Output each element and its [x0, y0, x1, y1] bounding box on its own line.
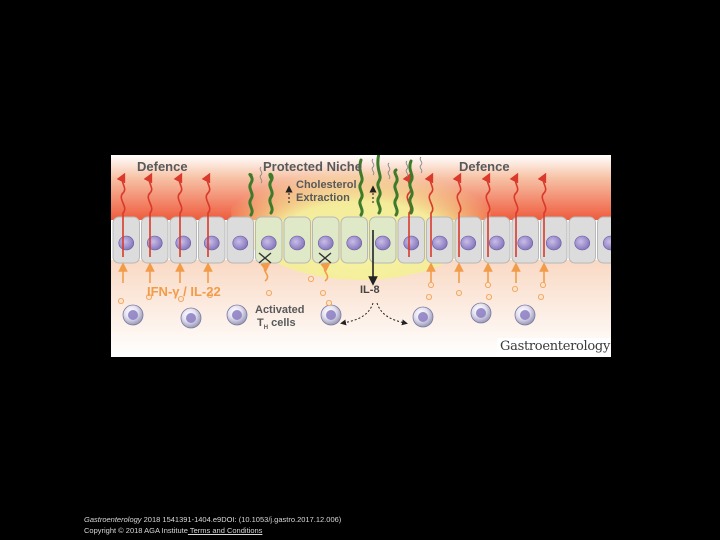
flagellum	[387, 162, 391, 180]
defence-signal-arrow	[173, 172, 183, 257]
cell-nucleus	[488, 235, 505, 251]
bacterium	[376, 155, 382, 215]
caption-copyright: Copyright © 2018 AGA Institute	[84, 526, 188, 535]
cholesterol-label: Cholesterol	[296, 179, 357, 191]
citation-line: Gastroenterology 2018 1541391-1404.e9DOI…	[84, 514, 704, 525]
th-subscript: H	[263, 325, 269, 332]
cytokine-dot	[485, 293, 492, 300]
activated-label: Activated	[255, 304, 305, 316]
th-cells-label: TH cells	[257, 317, 296, 331]
cytokine-dot	[207, 291, 214, 298]
extraction-label: Extraction	[296, 192, 350, 204]
il8-dispersal-left	[340, 302, 374, 326]
caption-journal: Gastroenterology	[84, 515, 142, 524]
th-letter: T	[257, 317, 264, 329]
cell-nucleus	[203, 235, 220, 251]
flagellum	[405, 160, 409, 178]
cytokine-dot	[427, 282, 434, 289]
cell-nucleus	[232, 235, 249, 251]
cytokine-dot	[118, 297, 124, 304]
t-cell-nucleus	[128, 310, 138, 320]
t-cell-nucleus	[520, 310, 530, 320]
cell-nucleus	[374, 235, 391, 251]
cytokine-dot	[146, 293, 153, 300]
cells-word: cells	[271, 317, 296, 329]
copyright-line: Copyright © 2018 AGA Institute Terms and…	[84, 525, 704, 536]
cytokine-dot	[307, 276, 314, 283]
cytokine-arrows	[118, 262, 549, 283]
cell-nucleus	[175, 235, 192, 251]
t-cell-nucleus	[326, 310, 336, 320]
defence-niche-diagram	[111, 155, 611, 357]
defence-signal-arrow	[116, 172, 126, 257]
bacterium	[393, 168, 399, 217]
defence-signal-arrow	[143, 172, 153, 257]
cytokine-dot	[484, 282, 491, 289]
epithelial-layer	[112, 216, 611, 264]
cell-nucleus	[317, 235, 334, 251]
defence-right-label: Defence	[459, 159, 510, 174]
cell-nucleus	[602, 235, 611, 251]
defence-signal-arrow	[481, 172, 491, 257]
bacteria-group	[248, 155, 423, 217]
bacterium	[358, 158, 364, 217]
cytokine-arrow-blocked	[260, 262, 271, 282]
cytokine-dot	[178, 295, 185, 302]
t-cell-nucleus	[418, 312, 428, 322]
cell-nucleus	[460, 235, 477, 251]
cytokine-dot	[539, 282, 546, 289]
cell-nucleus	[517, 235, 534, 251]
cytokine-dot	[325, 299, 332, 306]
t-cells	[122, 302, 536, 329]
cytokine-dots	[118, 276, 546, 306]
defence-signal-arrow	[424, 172, 434, 257]
protected-niche-label: Protected Niche	[263, 159, 362, 174]
cell-nucleus	[260, 235, 277, 251]
cell-nucleus	[574, 235, 591, 251]
figure-panel: Defence Protected Niche Defence Choleste…	[111, 155, 611, 357]
cell-nucleus	[289, 235, 306, 251]
caption-citation: 2018 1541391-1404.e9DOI: (10.1053/j.gast…	[141, 515, 342, 524]
t-cell-nucleus	[476, 308, 486, 318]
blocked-signal-right	[318, 252, 332, 264]
cell-nucleus	[545, 235, 562, 251]
defence-signal-arrow	[452, 172, 462, 257]
cell-nucleus	[403, 235, 420, 251]
cell-nucleus	[431, 235, 448, 251]
defence-signal-arrow	[537, 172, 547, 257]
bacterium	[248, 173, 254, 217]
flagellum	[419, 156, 423, 174]
cytokine-arrow-blocked	[320, 262, 331, 282]
flagellum	[259, 166, 263, 184]
bacterium	[408, 159, 414, 215]
cytokine-dot	[319, 289, 326, 296]
terms-link[interactable]: Terms and Conditions	[187, 526, 263, 535]
cell-nucleus	[346, 235, 363, 251]
t-cell-nucleus	[186, 313, 196, 323]
flagellum	[371, 158, 375, 176]
blocked-signal-left	[258, 252, 272, 264]
cytokine-dot	[455, 289, 462, 296]
cytokine-dot	[537, 293, 544, 300]
cytokine-dot	[265, 289, 272, 296]
t-cell-nucleus	[232, 310, 242, 320]
cell-nucleus	[146, 235, 163, 251]
cytokine-dot	[425, 293, 432, 300]
defence-signal-arrow	[201, 172, 211, 257]
cell-nucleus	[118, 235, 135, 251]
defence-signal-arrow	[509, 172, 519, 257]
journal-logo: Gastroenterology	[497, 338, 610, 355]
defence-left-label: Defence	[137, 159, 188, 174]
il8-dispersal-right	[376, 302, 408, 326]
ifn-il22-label: IFN-γ / IL-22	[147, 284, 221, 299]
cytokine-dot	[511, 285, 518, 292]
bacterium	[268, 172, 274, 215]
figure-caption: Gastroenterology 2018 1541391-1404.e9DOI…	[84, 514, 704, 536]
il8-label: IL-8	[360, 284, 380, 296]
